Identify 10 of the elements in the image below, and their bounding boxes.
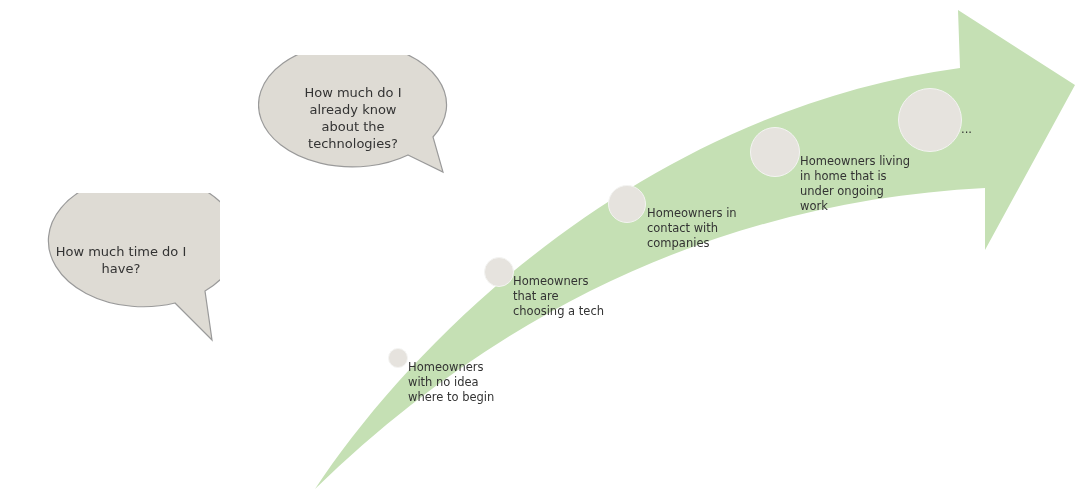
speech-bubble <box>258 55 448 175</box>
stage-label: Homeowners with no idea where to begin <box>408 360 496 405</box>
stage-label: Homeowners living in home that is under ongoing work <box>800 154 912 214</box>
bubble-text: How much time do I have? <box>55 243 187 277</box>
stage-circle <box>388 348 408 368</box>
stage-label: Homeowners in contact with companies <box>647 206 738 251</box>
bubble-text: How much do I already know about the technologies? <box>303 84 403 152</box>
stage-label: Homeowners that are choosing a tech <box>513 274 605 319</box>
stage-label: ... <box>961 122 973 137</box>
stage-circle <box>484 257 514 287</box>
